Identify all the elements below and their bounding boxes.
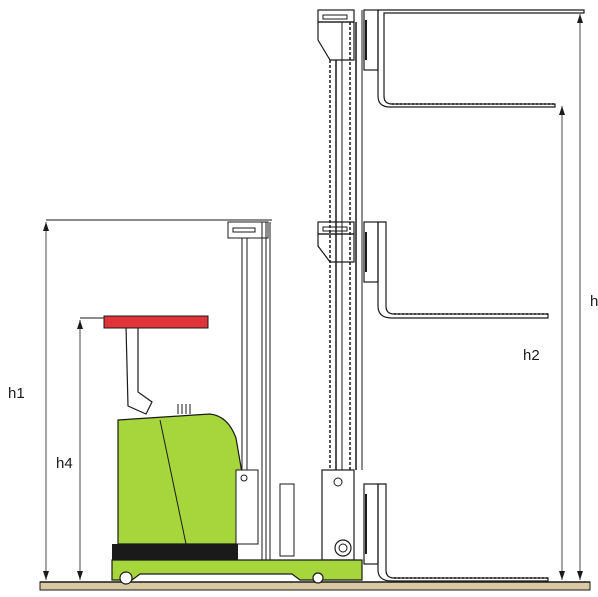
dimension-h3: h3	[577, 14, 598, 580]
fork-top	[363, 9, 585, 108]
dimension-h1: h1	[8, 219, 272, 580]
h3-label: h3	[590, 293, 598, 310]
h1-label: h1	[8, 385, 25, 402]
extended-mast	[317, 9, 363, 561]
dimension-h4: h4	[56, 317, 110, 580]
dimension-h2: h2	[523, 106, 565, 580]
fork-bottom	[363, 483, 549, 582]
lowered-mast	[227, 221, 295, 560]
h2-label: h2	[523, 347, 540, 364]
h4-label: h4	[56, 455, 73, 472]
tiller-handle	[103, 315, 209, 329]
truck-body	[103, 315, 363, 585]
fork-middle	[363, 221, 549, 319]
